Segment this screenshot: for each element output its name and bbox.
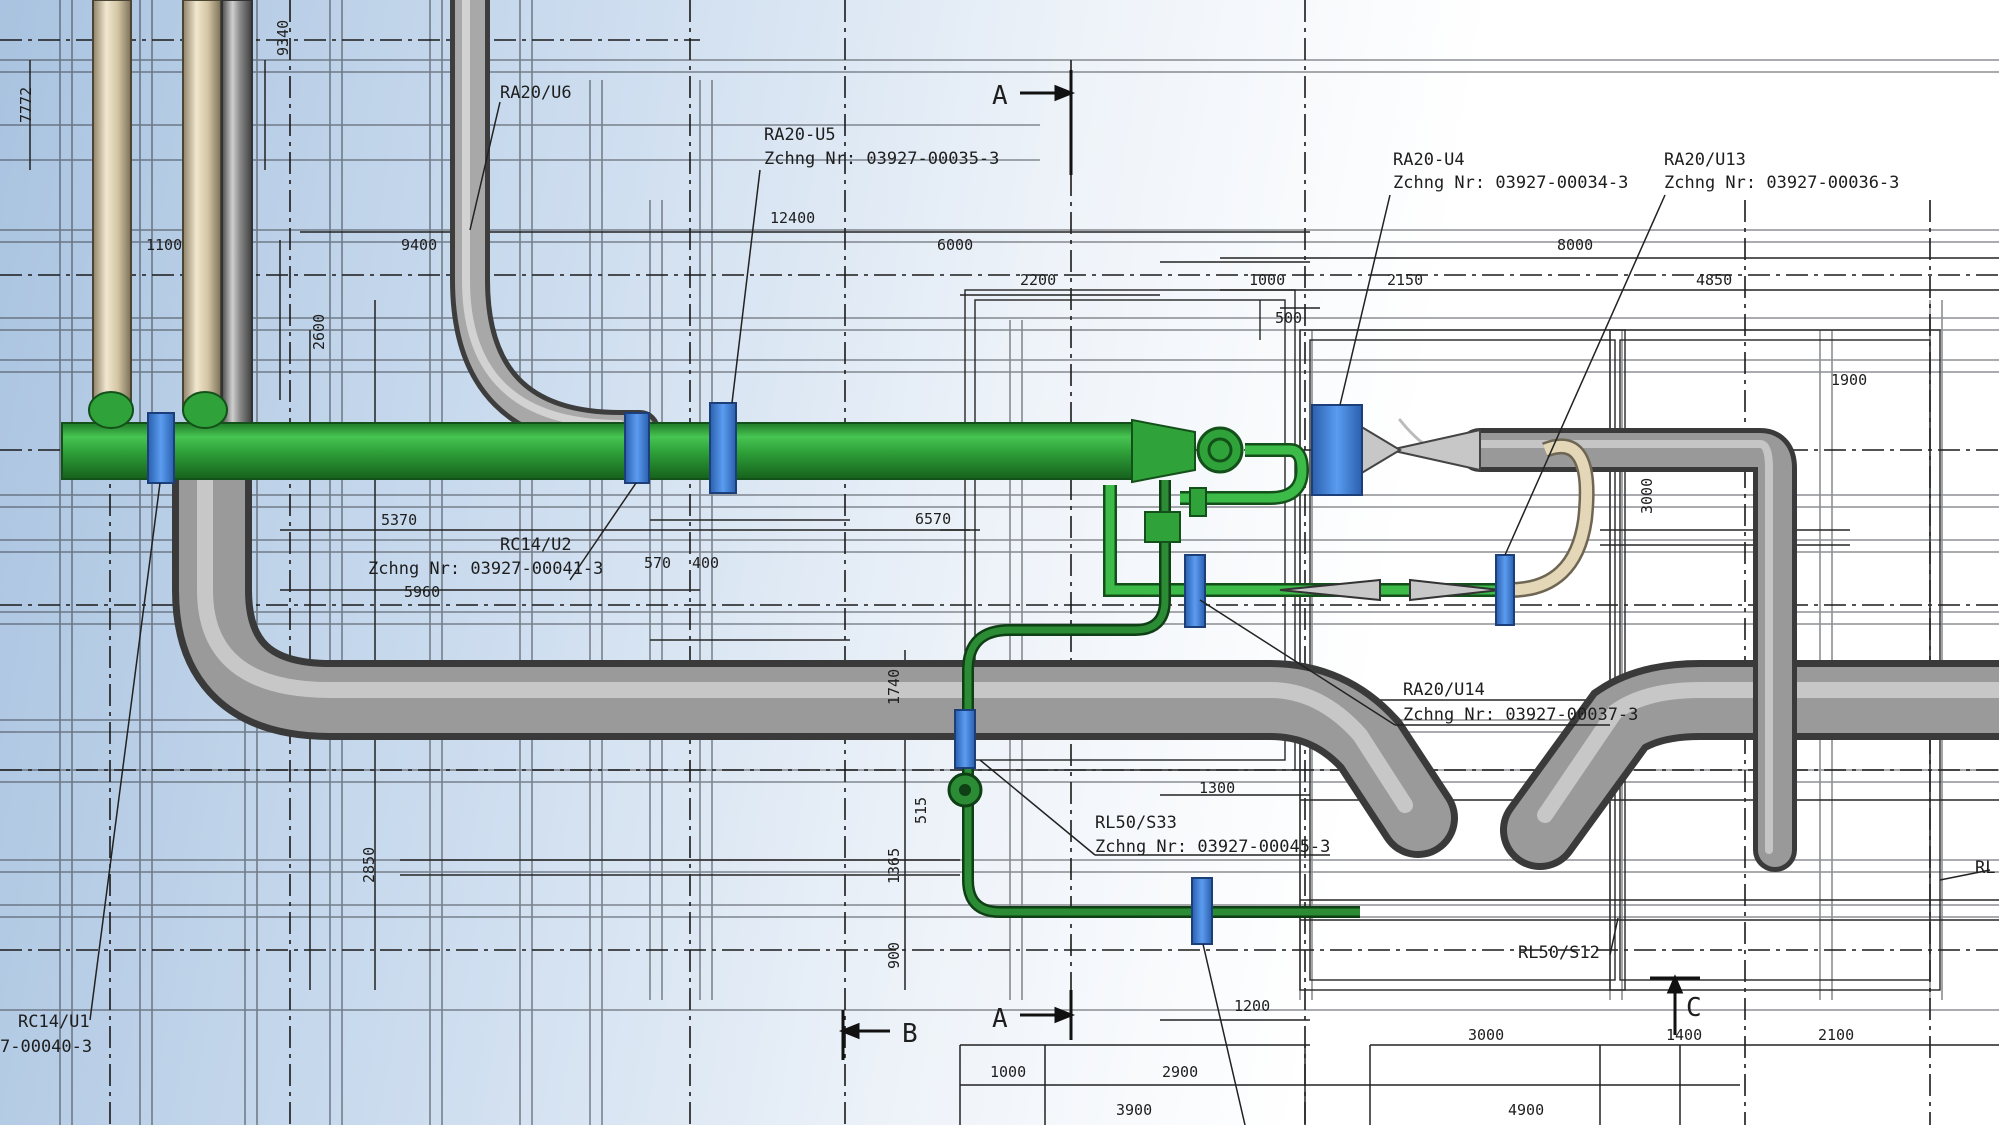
dim-2600: 2600 xyxy=(310,314,328,350)
dim-6570: 6570 xyxy=(915,510,951,528)
label-ra20-u14-dwg: Zchng Nr: 03927-00037-3 xyxy=(1403,705,1638,725)
dim-2850: 2850 xyxy=(360,847,378,883)
dim-570: 570 xyxy=(644,554,671,572)
leader-lines xyxy=(89,101,1991,1125)
label-rc14-u2-dwg: Zchng Nr: 03927-00041-3 xyxy=(368,559,603,579)
dimension-lines xyxy=(29,60,1999,1125)
dim-2900: 2900 xyxy=(1162,1063,1198,1081)
dim-4900: 4900 xyxy=(1508,1101,1544,1119)
label-rl-edge: RL xyxy=(1975,858,1995,878)
dim-9400: 9400 xyxy=(401,236,437,254)
dim-8000: 8000 xyxy=(1557,236,1593,254)
dim-9340: 9340 xyxy=(274,20,292,56)
label-ra20-u5-dwg: Zchng Nr: 03927-00035-3 xyxy=(764,149,999,169)
section-mark-letters: A A B C xyxy=(902,81,1702,1049)
section-a-bottom: A xyxy=(992,1004,1008,1034)
label-rl50-s33-dwg: Zchng Nr: 03927-00045-3 xyxy=(1095,837,1330,857)
label-rc14-u1-name: RC14/U1 xyxy=(18,1012,90,1032)
dimension-labels: 7772 9340 1100 9400 2600 12400 6000 2200… xyxy=(17,20,1867,1119)
dim-12400: 12400 xyxy=(770,209,815,227)
dim-2150: 2150 xyxy=(1387,271,1423,289)
dim-3900: 3900 xyxy=(1116,1101,1152,1119)
beige-pipes xyxy=(92,0,1595,598)
label-rl50-s12: RL50/S12 xyxy=(1518,943,1600,963)
label-ra20-u13-dwg: Zchng Nr: 03927-00036-3 xyxy=(1664,173,1899,193)
label-rc14-u1-dwg: 7-00040-3 xyxy=(0,1037,92,1057)
section-b: B xyxy=(902,1019,918,1049)
dim-4850: 4850 xyxy=(1696,271,1732,289)
callout-labels: RA20/U6 RA20-U5 Zchng Nr: 03927-00035-3 … xyxy=(0,83,1995,1057)
dim-7772: 7772 xyxy=(17,87,35,123)
section-a-top: A xyxy=(992,81,1008,111)
dim-2100: 2100 xyxy=(1818,1026,1854,1044)
dim-1200: 1200 xyxy=(1234,997,1270,1015)
label-ra20-u4-name: RA20-U4 xyxy=(1393,150,1465,170)
dim-3000-v: 3000 xyxy=(1638,478,1656,514)
label-rc14-u2-name: RC14/U2 xyxy=(500,535,572,555)
label-ra20-u14-name: RA20/U14 xyxy=(1403,680,1485,700)
label-ra20-u6: RA20/U6 xyxy=(500,83,572,103)
dim-500: 500 xyxy=(1275,309,1302,327)
dim-5370: 5370 xyxy=(381,511,417,529)
dim-1400: 1400 xyxy=(1666,1026,1702,1044)
label-ra20-u5-name: RA20-U5 xyxy=(764,125,836,145)
dim-2200: 2200 xyxy=(1020,271,1056,289)
label-ra20-u13-name: RA20/U13 xyxy=(1664,150,1746,170)
dim-1740: 1740 xyxy=(885,669,903,705)
dim-1000-top: 1000 xyxy=(1249,271,1285,289)
section-c: C xyxy=(1686,993,1702,1023)
dim-515: 515 xyxy=(912,797,930,824)
dim-1300: 1300 xyxy=(1199,779,1235,797)
dim-1100: 1100 xyxy=(146,236,182,254)
dim-5960: 5960 xyxy=(404,583,440,601)
dim-1365: 1365 xyxy=(885,848,903,884)
dim-3000-h: 3000 xyxy=(1468,1026,1504,1044)
label-rl50-s33-name: RL50/S33 xyxy=(1095,813,1177,833)
pipe-clamps xyxy=(147,402,1515,945)
section-markers xyxy=(838,70,1700,1060)
dim-6000: 6000 xyxy=(937,236,973,254)
label-ra20-u4-dwg: Zchng Nr: 03927-00034-3 xyxy=(1393,173,1628,193)
dim-1000-bot: 1000 xyxy=(990,1063,1026,1081)
dim-900: 900 xyxy=(885,942,903,969)
dim-1900: 1900 xyxy=(1831,371,1867,389)
dim-400: 400 xyxy=(692,554,719,572)
green-pipe-system xyxy=(61,391,1501,918)
